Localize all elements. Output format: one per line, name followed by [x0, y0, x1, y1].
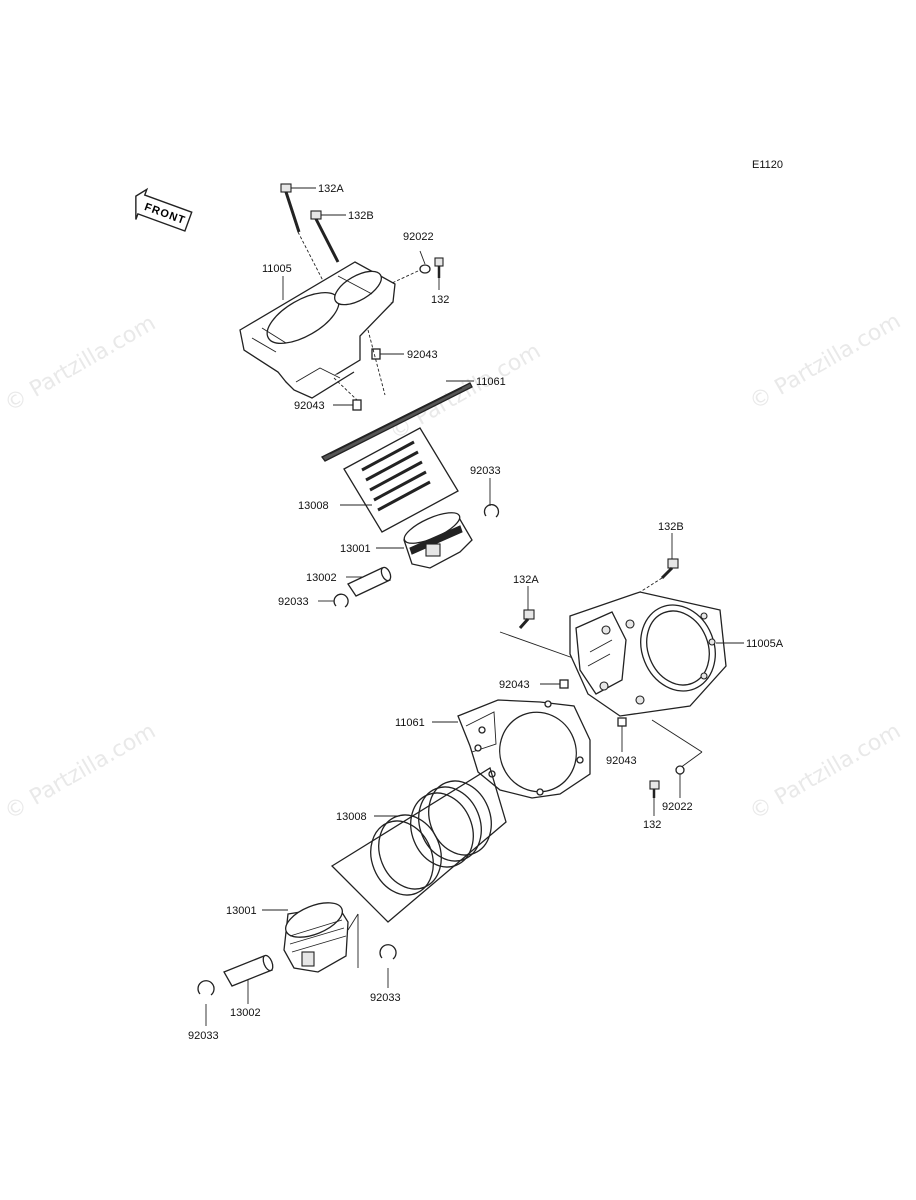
bolt-132B-bot — [660, 558, 679, 580]
circlip-92033-bot-l — [197, 980, 215, 996]
callout-label: 92043 — [294, 400, 325, 412]
cylinder-11005 — [239, 261, 396, 399]
callout-label: 132B — [658, 521, 684, 533]
callout-label: 11005A — [746, 638, 784, 650]
bolt-132A-top — [280, 183, 301, 233]
callout-label: 13008 — [336, 811, 367, 823]
callout-label: 92033 — [370, 992, 401, 1004]
callout-label: 132B — [348, 210, 374, 222]
watermark-text: © Partzilla.com — [746, 309, 906, 416]
washer-92022-top — [419, 264, 431, 274]
callout-label: 92033 — [188, 1030, 219, 1042]
callout-label: 92033 — [470, 465, 501, 477]
callout-label: 92043 — [407, 349, 438, 361]
bolt-132B-top — [310, 210, 340, 263]
callout-label: 132 — [643, 819, 661, 831]
piston-pin-13002-top — [347, 566, 392, 597]
dowel-92043-bot-l — [559, 679, 569, 689]
diagram-code: E1120 — [752, 159, 783, 171]
bolt-132-top — [434, 257, 444, 278]
ring-set-13008-bot — [330, 766, 507, 923]
ring-set-13008-top — [343, 427, 459, 533]
watermark-group: © Partzilla.com © Partzilla.com © Partzi… — [1, 309, 906, 826]
callout-label: 132A — [318, 183, 344, 195]
callout-label: 92022 — [403, 231, 434, 243]
gasket-11061-top — [321, 382, 473, 462]
piston-13001-top — [403, 512, 473, 569]
circlip-92033-top-l — [333, 593, 349, 608]
bolt-132A-bot — [518, 609, 535, 629]
callout-label: 92043 — [499, 679, 530, 691]
callout-label: 11061 — [476, 376, 506, 388]
gasket-11061-bot — [457, 699, 591, 799]
callout-label: 92043 — [606, 755, 637, 767]
washer-92022-bot — [675, 765, 685, 775]
callout-label: 132 — [431, 294, 449, 306]
front-arrow-icon: FRONT — [135, 187, 193, 232]
callout-label: 13001 — [340, 543, 371, 555]
callout-label: 92022 — [662, 801, 693, 813]
callout-label: 132A — [513, 574, 539, 586]
callout-label: 13001 — [226, 905, 257, 917]
piston-pin-13002-bot — [223, 954, 274, 987]
watermark-text: © Partzilla.com — [746, 719, 906, 826]
circlip-92033-bot-r — [379, 944, 397, 960]
callout-label: 13008 — [298, 500, 329, 512]
bolt-132-bot — [649, 780, 660, 798]
circlip-92033-top-r — [483, 504, 500, 518]
cylinder-11005A — [569, 591, 727, 717]
callout-label: 13002 — [230, 1007, 261, 1019]
watermark-text: © Partzilla.com — [1, 311, 161, 418]
piston-13001-bot — [283, 902, 349, 973]
dowel-92043-bot-r — [617, 717, 627, 727]
watermark-text: © Partzilla.com — [1, 719, 161, 826]
callout-label: 13002 — [306, 572, 337, 584]
dowel-92043-top-l — [352, 399, 362, 411]
callout-label: 92033 — [278, 596, 309, 608]
callout-label: 11061 — [395, 717, 425, 729]
callout-label: 11005 — [262, 263, 292, 275]
